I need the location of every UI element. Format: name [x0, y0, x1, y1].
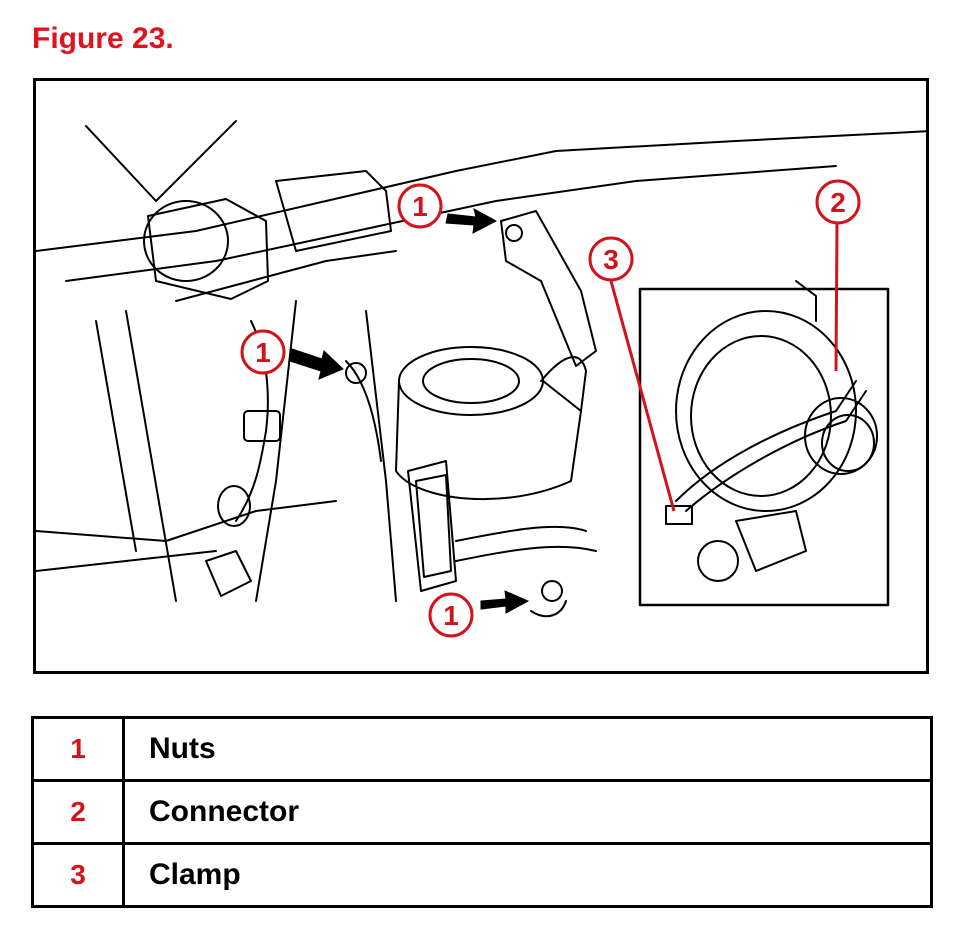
legend-row: 2 Connector — [31, 779, 933, 845]
callout-label-1-top: 1 — [412, 191, 428, 222]
bracket — [500, 210, 597, 367]
legend-table: 1 Nuts 2 Connector 3 Clamp — [31, 716, 933, 908]
legend-row: 3 Clamp — [31, 842, 933, 908]
legend-label: Nuts — [122, 716, 933, 782]
line-drawing: 1 1 1 2 3 — [36, 120, 926, 638]
callout-circle-1-top — [397, 183, 443, 229]
arrow-1-top — [445, 208, 498, 234]
body-frame-line — [85, 120, 237, 202]
legend-label: Clamp — [122, 842, 933, 908]
callout-label-3: 3 — [603, 244, 619, 275]
legend-number: 3 — [31, 842, 125, 908]
callout-label-1-bottom: 1 — [443, 600, 459, 631]
legend-number: 1 — [31, 716, 125, 782]
legend-row: 1 Nuts — [31, 716, 933, 782]
callout-3-leader — [609, 280, 676, 512]
callout-circle-2 — [815, 179, 861, 225]
callout-circle-1-left — [240, 329, 286, 375]
detail-clamp — [665, 505, 693, 525]
legend-number: 2 — [31, 779, 125, 845]
motor-top — [398, 346, 544, 416]
callout-label-2: 2 — [830, 187, 846, 218]
arrow-1-bottom — [480, 590, 530, 614]
motor-connector — [407, 460, 457, 592]
figure-title: Figure 23. — [32, 22, 174, 55]
callout-circle-3 — [588, 236, 634, 282]
detail-inset-frame — [638, 287, 890, 607]
callout-label-1-left: 1 — [255, 337, 271, 368]
callout-2-leader — [834, 222, 839, 372]
figure-illustration: 1 1 1 2 3 — [33, 78, 929, 674]
arrow-1-left — [289, 348, 344, 380]
callout-circle-1-bottom — [428, 592, 474, 638]
headlight-lens — [143, 200, 229, 282]
legend-label: Connector — [122, 779, 933, 845]
